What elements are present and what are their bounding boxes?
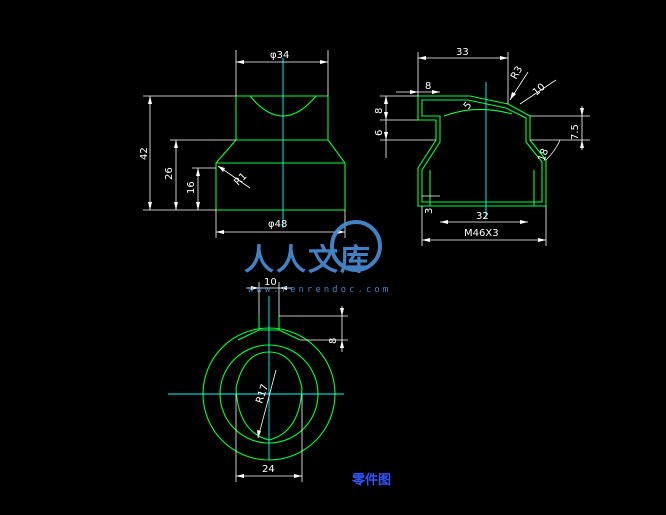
dim-w32: 32 — [476, 211, 489, 222]
dim-d34: φ34 — [270, 50, 289, 61]
top-view: 10 8 R17 24 — [168, 277, 348, 482]
drawing-caption: 零件图 — [351, 472, 391, 488]
dim-w8-top: 8 — [425, 81, 431, 92]
dim-h26: 26 — [164, 167, 175, 180]
watermark-logo-ring — [330, 220, 382, 272]
section-view: 33 8 R3 10 8 6 5 7.5 18 — [374, 47, 590, 246]
dim-h42: 42 — [139, 147, 150, 160]
watermark: 人人文库 www.renrendoc.com — [244, 220, 391, 295]
dim-v8-b: 8 — [328, 338, 339, 344]
dim-d5: 5 — [462, 100, 475, 112]
dim-v6: 6 — [374, 130, 385, 136]
section-view-inner-curve — [443, 108, 513, 117]
top-view-cavity — [235, 351, 303, 441]
dim-v75: 7.5 — [570, 124, 581, 140]
section-view-inner-shell — [421, 99, 543, 203]
dim-w33: 33 — [456, 47, 469, 58]
dim-w24: 24 — [262, 464, 275, 475]
dim-a10: 10 — [531, 82, 548, 99]
watermark-url: www.renrendoc.com — [248, 285, 391, 295]
front-view-outline — [215, 95, 346, 211]
dim-v8: 8 — [374, 108, 385, 114]
dim-r3: R3 — [509, 64, 525, 81]
front-view: φ34 φ48 42 26 16 R1 — [139, 50, 346, 238]
section-view-outer-outline — [417, 95, 547, 207]
dim-w10: 10 — [264, 277, 277, 288]
dim-d48: φ48 — [268, 219, 287, 230]
dim-a18: 18 — [536, 147, 551, 163]
dim-thread: M46X3 — [464, 228, 499, 239]
dim-v3: 3 — [424, 208, 435, 214]
watermark-brand: 人人文库 — [244, 243, 372, 278]
dim-h16: 16 — [186, 181, 197, 194]
